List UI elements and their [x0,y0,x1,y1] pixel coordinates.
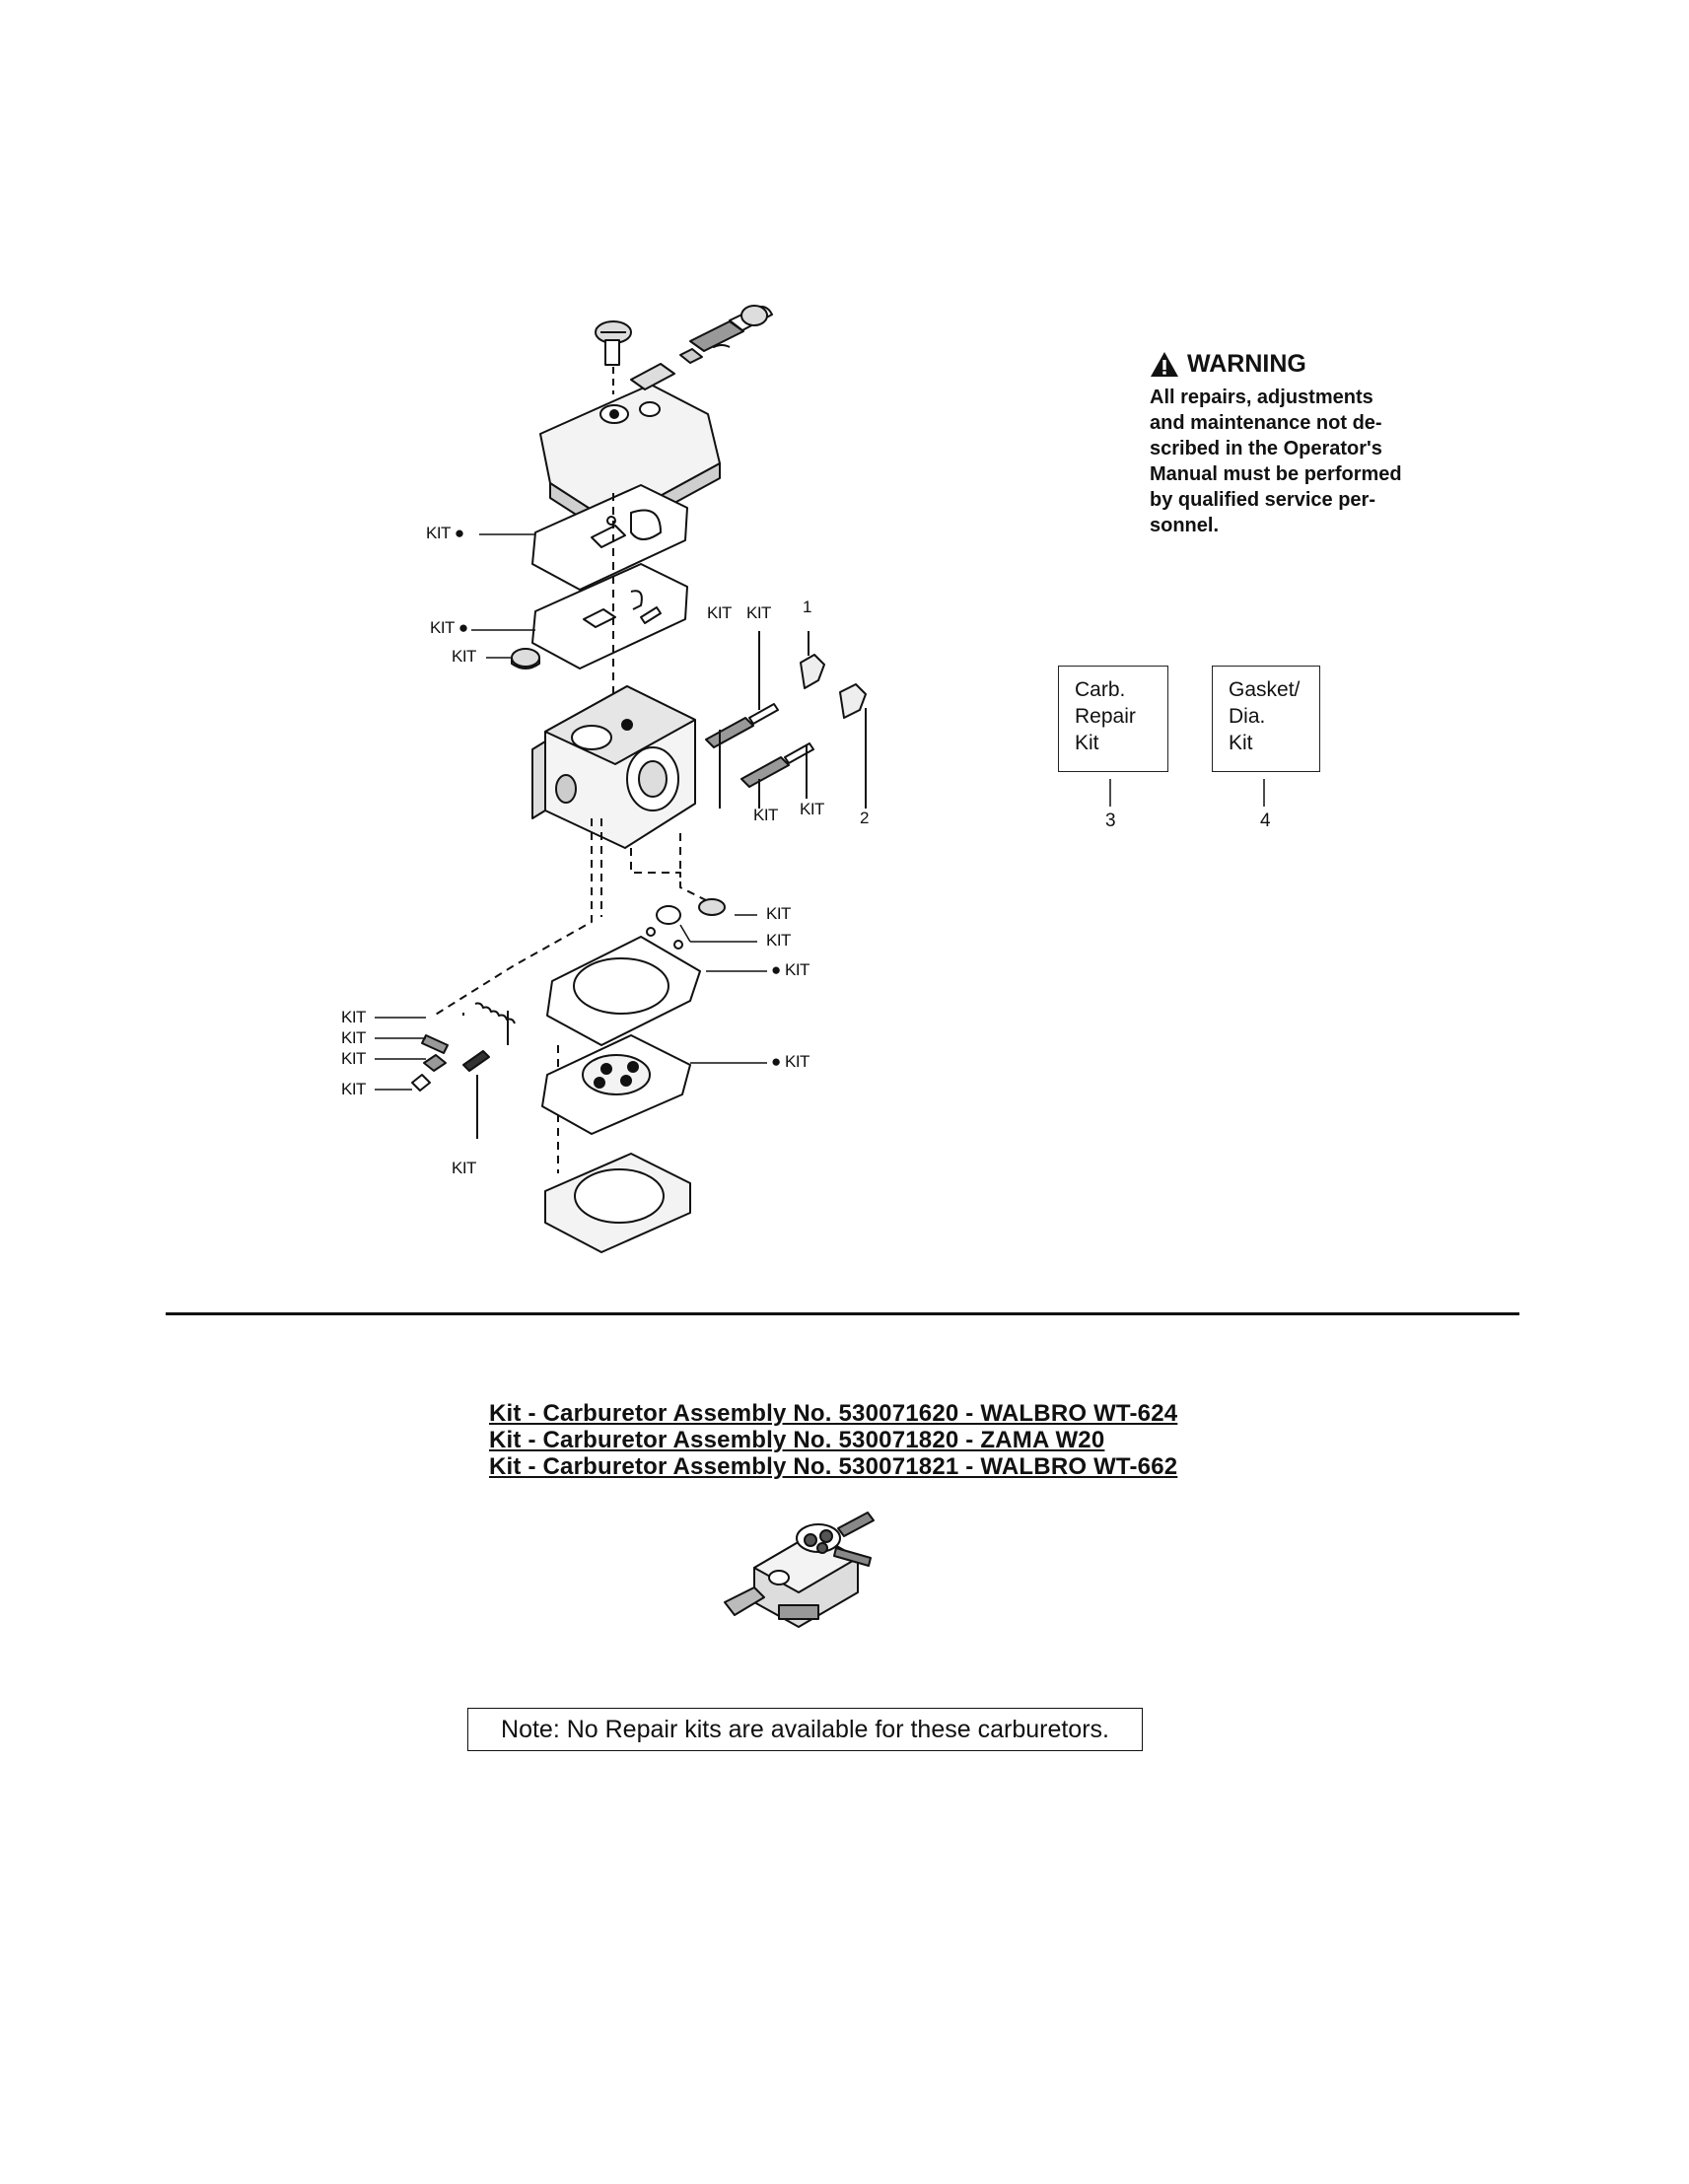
note-box: Note: No Repair kits are available for t… [467,1708,1143,1751]
callout-kit-screen: KIT [452,647,476,666]
callout-kit-needle-b: KIT [746,603,771,622]
metering-cover-part [544,1153,691,1253]
callout-kit-metering-diaphragm: ● KIT [771,1052,809,1071]
callout-kit-washer: KIT [766,931,791,950]
callout-kit-left-2: KIT [341,1028,366,1047]
callout-kit-spring-a: KIT [753,806,778,824]
warning-line: Manual must be performed [1150,463,1402,485]
warning-line: and maintenance not de- [1150,412,1382,434]
carburetor-assembly-illustration [724,1512,875,1628]
callout-kit-spring-b: KIT [800,800,824,818]
warning-header: WARNING [1150,350,1450,379]
carb-repair-kit-box: Carb. Repair Kit [1058,666,1168,772]
warning-line: by qualified service per- [1150,489,1375,511]
callout-ref-4: 4 [1260,810,1271,831]
pump-gasket-part [531,484,688,591]
pump-diaphragm-part [531,563,688,669]
assembly-title: Kit - Carburetor Assembly No. 530071821 … [489,1453,1178,1480]
top-adjust-screw-part [679,305,773,364]
inlet-needle-parts [411,1002,516,1139]
callout-ref-2: 2 [860,809,869,827]
metering-diaphragm-part [541,1034,691,1135]
note-text: Note: No Repair kits are available for t… [501,1715,1109,1743]
cover-screw-part [595,320,632,394]
callout-kit-left-1: KIT [341,1008,366,1026]
warning-line: All repairs, adjustments [1150,387,1373,408]
inlet-screen-part [511,648,540,669]
metering-gasket-part [546,927,701,1046]
callout-kit-lever: KIT [452,1159,476,1177]
limiter-cap-parts [800,631,867,809]
kit-box-line: Carb. [1075,678,1126,701]
callout-kit-left-3: KIT [341,1049,366,1068]
kit-box-line: Kit [1075,732,1099,754]
assembly-title: Kit - Carburetor Assembly No. 530071620 … [489,1400,1178,1427]
section-divider [166,1312,1519,1315]
kit-box-line: Repair [1075,705,1136,728]
warning-line: sonnel. [1150,515,1220,536]
leader-lines [375,533,1265,1091]
kit-box-line: Kit [1229,732,1253,754]
callout-kit-metering-gasket: ● KIT [771,960,809,979]
warning-body: All repairs, adjustments and maintenance… [1150,385,1450,538]
callout-ref-1: 1 [803,598,811,616]
gasket-dia-kit-box: Gasket/ Dia. Kit [1212,666,1320,772]
callout-kit-left-4: KIT [341,1080,366,1098]
warning-line: scribed in the Operator's [1150,438,1382,459]
callout-kit-diaphragm: KIT ● [430,618,468,637]
callout-kit-needle-a: KIT [707,603,732,622]
mixture-needles-part [705,631,814,809]
carburetor-body-part [531,685,696,849]
kit-box-line: Dia. [1229,705,1266,728]
kit-box-line: Gasket/ [1229,678,1301,701]
callout-ref-3: 3 [1105,810,1116,831]
callout-kit-cap: KIT [766,904,791,923]
warning-triangle-icon [1151,352,1178,377]
warning-title: WARNING [1187,350,1306,378]
assembly-title: Kit - Carburetor Assembly No. 530071820 … [489,1427,1105,1453]
warning-notice: WARNING All repairs, adjustments and mai… [1150,350,1450,538]
callout-kit-gasket: KIT ● [426,524,464,542]
